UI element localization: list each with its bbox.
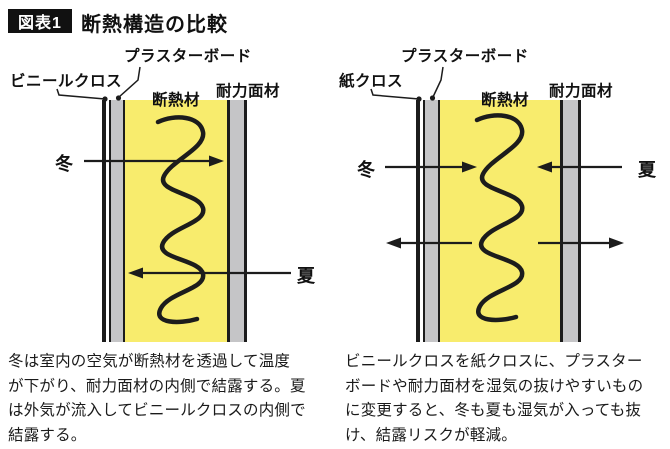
right-insulation-layer	[440, 100, 560, 342]
figure-title: 断熱構造の比較	[81, 14, 228, 36]
left-plasterboard-label: プラスターボード	[124, 48, 252, 65]
right-insulation-label: 断熱材	[481, 92, 530, 109]
left-insulation-layer	[125, 100, 227, 342]
left-caption-line: 冬は室内の空気が断熱材を透過して温度	[8, 353, 291, 370]
left-summer-arrow	[128, 267, 291, 279]
right-escape-left-arrow	[386, 237, 472, 249]
left-vinyl-cloth-layer	[102, 100, 106, 342]
left-caption: 冬は室内の空気が断熱材を透過して温度 が下がり、耐力面材の内側で結露する。夏 は…	[8, 350, 338, 448]
right-winter-label: 冬	[357, 160, 375, 180]
left-winter-label: 冬	[55, 154, 73, 174]
right-paper-leader-line	[370, 88, 422, 102]
left-structural-panel-layer	[227, 100, 247, 342]
left-insulation-label: 断熱材	[152, 92, 201, 109]
right-moisture-squiggle	[474, 113, 525, 323]
right-winter-arrow	[385, 161, 477, 173]
left-vinyl-leader-line	[56, 88, 108, 102]
left-moisture-squiggle	[155, 115, 206, 325]
right-caption-line: ビニールクロスを紙クロスに、プラスター	[345, 353, 643, 370]
right-plasterboard-label: プラスターボード	[401, 48, 529, 65]
right-caption-line: に変更すると、冬も夏も湿気が入っても抜	[345, 402, 642, 419]
left-structural-panel-label: 耐力面材	[216, 83, 281, 100]
figure-number-badge: 図表1	[8, 9, 72, 33]
right-caption-line: ボードや耐力面材を湿気の抜けやすいもの	[345, 377, 644, 395]
right-paper-cloth-label: 紙クロス	[339, 73, 404, 90]
right-structural-panel-layer	[560, 100, 581, 342]
left-plasterboard-leader-line	[115, 66, 141, 101]
left-vinyl-cloth-label: ビニールクロス	[10, 73, 123, 90]
right-caption-line: け、結露リスクが軽減。	[345, 426, 517, 444]
left-caption-line: は外気が流入してビニールクロスの内側で	[8, 402, 306, 419]
right-escape-right-arrow	[538, 237, 624, 249]
left-caption-line: が下がり、耐力面材の内側で結露する。夏	[8, 377, 306, 395]
right-caption: ビニールクロスを紙クロスに、プラスター ボードや耐力面材を湿気の抜けやすいもの …	[345, 350, 667, 448]
right-plasterboard-leader-line	[429, 66, 444, 101]
right-summer-label: 夏	[638, 160, 656, 180]
left-summer-label: 夏	[297, 266, 315, 286]
left-winter-arrow	[84, 155, 224, 167]
right-summer-arrow	[537, 161, 622, 173]
right-paper-cloth-layer	[416, 100, 420, 342]
right-structural-panel-label: 耐力面材	[549, 83, 614, 100]
right-plasterboard-layer	[423, 100, 440, 342]
left-caption-line: 結露する。	[8, 426, 87, 444]
